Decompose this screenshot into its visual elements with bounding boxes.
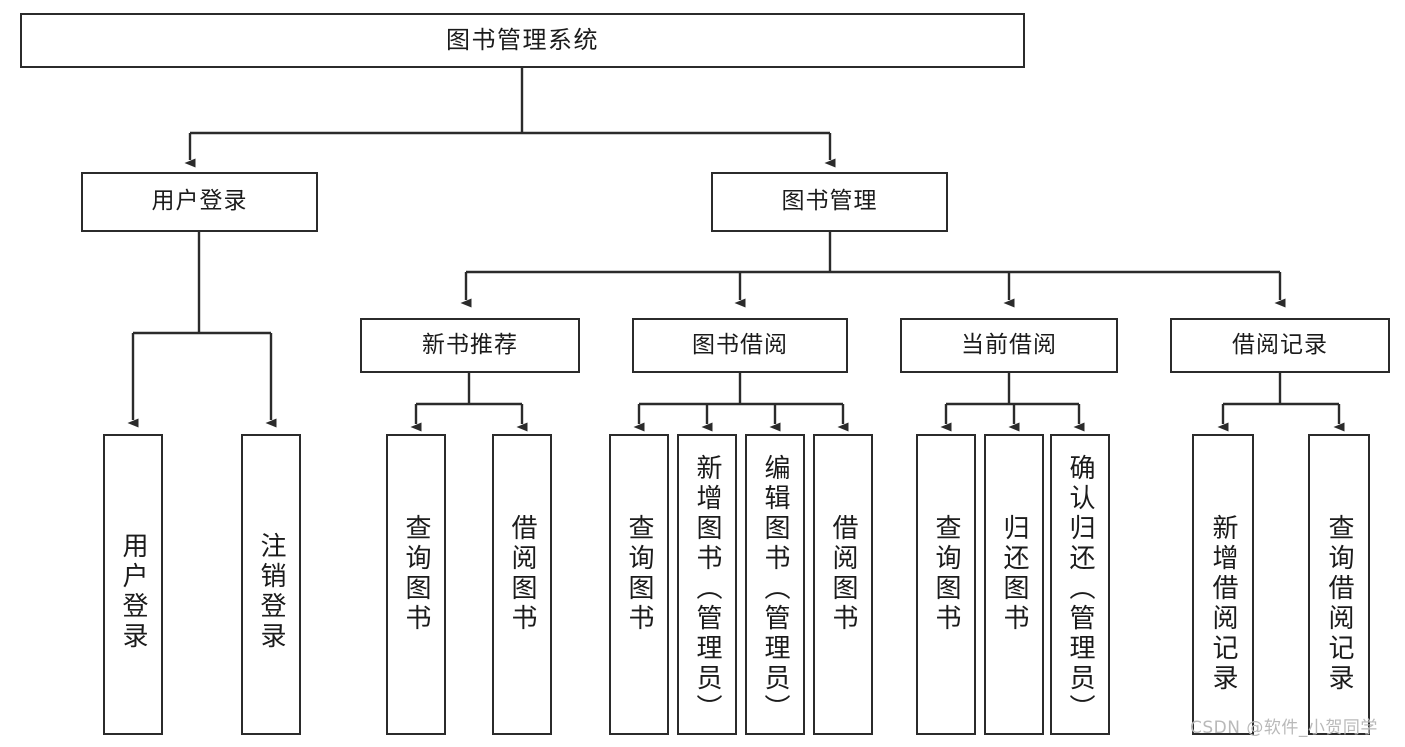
node-label: 确认归还（管理员） [1065, 454, 1095, 724]
node-label: 图书管理系统 [446, 26, 599, 55]
node-label: 注销登录 [256, 532, 286, 652]
leaf-query-book-borrow[interactable]: 查询图书 [609, 434, 669, 735]
leaf-return-book[interactable]: 归还图书 [984, 434, 1044, 735]
csdn-watermark: CSDN @软件_小贺同学 [1190, 718, 1378, 738]
node-book-management[interactable]: 图书管理 [711, 172, 948, 232]
node-user-login[interactable]: 用户登录 [81, 172, 318, 232]
node-label: 图书管理 [781, 188, 878, 215]
node-label: 借阅图书 [828, 514, 858, 634]
node-label: 查询借阅记录 [1324, 514, 1354, 694]
node-new-book-recommend[interactable]: 新书推荐 [360, 318, 580, 373]
leaf-borrow-book-borrow[interactable]: 借阅图书 [813, 434, 873, 735]
leaf-edit-book[interactable]: 编辑图书（管理员） [745, 434, 805, 735]
leaf-add-book[interactable]: 新增图书（管理员） [677, 434, 737, 735]
node-book-management-system[interactable]: 图书管理系统 [20, 13, 1025, 68]
node-label: 用户登录 [151, 188, 248, 215]
node-label: 图书借阅 [692, 331, 788, 358]
leaf-add-borrow-record[interactable]: 新增借阅记录 [1192, 434, 1254, 735]
node-label: 当前借阅 [961, 331, 1057, 358]
leaf-query-borrow-record[interactable]: 查询借阅记录 [1308, 434, 1370, 735]
leaf-user-login[interactable]: 用户登录 [103, 434, 163, 735]
leaf-borrow-book-recommend[interactable]: 借阅图书 [492, 434, 552, 735]
node-label: 用户登录 [118, 532, 148, 652]
node-label: 查询图书 [401, 514, 431, 634]
node-label: 归还图书 [999, 514, 1029, 634]
node-label: 新增借阅记录 [1208, 514, 1238, 694]
node-label: 新书推荐 [422, 331, 518, 358]
leaf-user-logout[interactable]: 注销登录 [241, 434, 301, 735]
node-label: 借阅记录 [1232, 331, 1328, 358]
node-current-borrow[interactable]: 当前借阅 [900, 318, 1118, 373]
leaf-query-book-recommend[interactable]: 查询图书 [386, 434, 446, 735]
node-label: 新增图书（管理员） [692, 454, 722, 724]
leaf-confirm-return[interactable]: 确认归还（管理员） [1050, 434, 1110, 735]
node-label: 查询图书 [931, 514, 961, 634]
node-book-borrow[interactable]: 图书借阅 [632, 318, 848, 373]
node-borrow-record[interactable]: 借阅记录 [1170, 318, 1390, 373]
node-label: 查询图书 [624, 514, 654, 634]
node-label: 借阅图书 [507, 514, 537, 634]
leaf-query-book-current[interactable]: 查询图书 [916, 434, 976, 735]
node-label: 编辑图书（管理员） [760, 454, 790, 724]
